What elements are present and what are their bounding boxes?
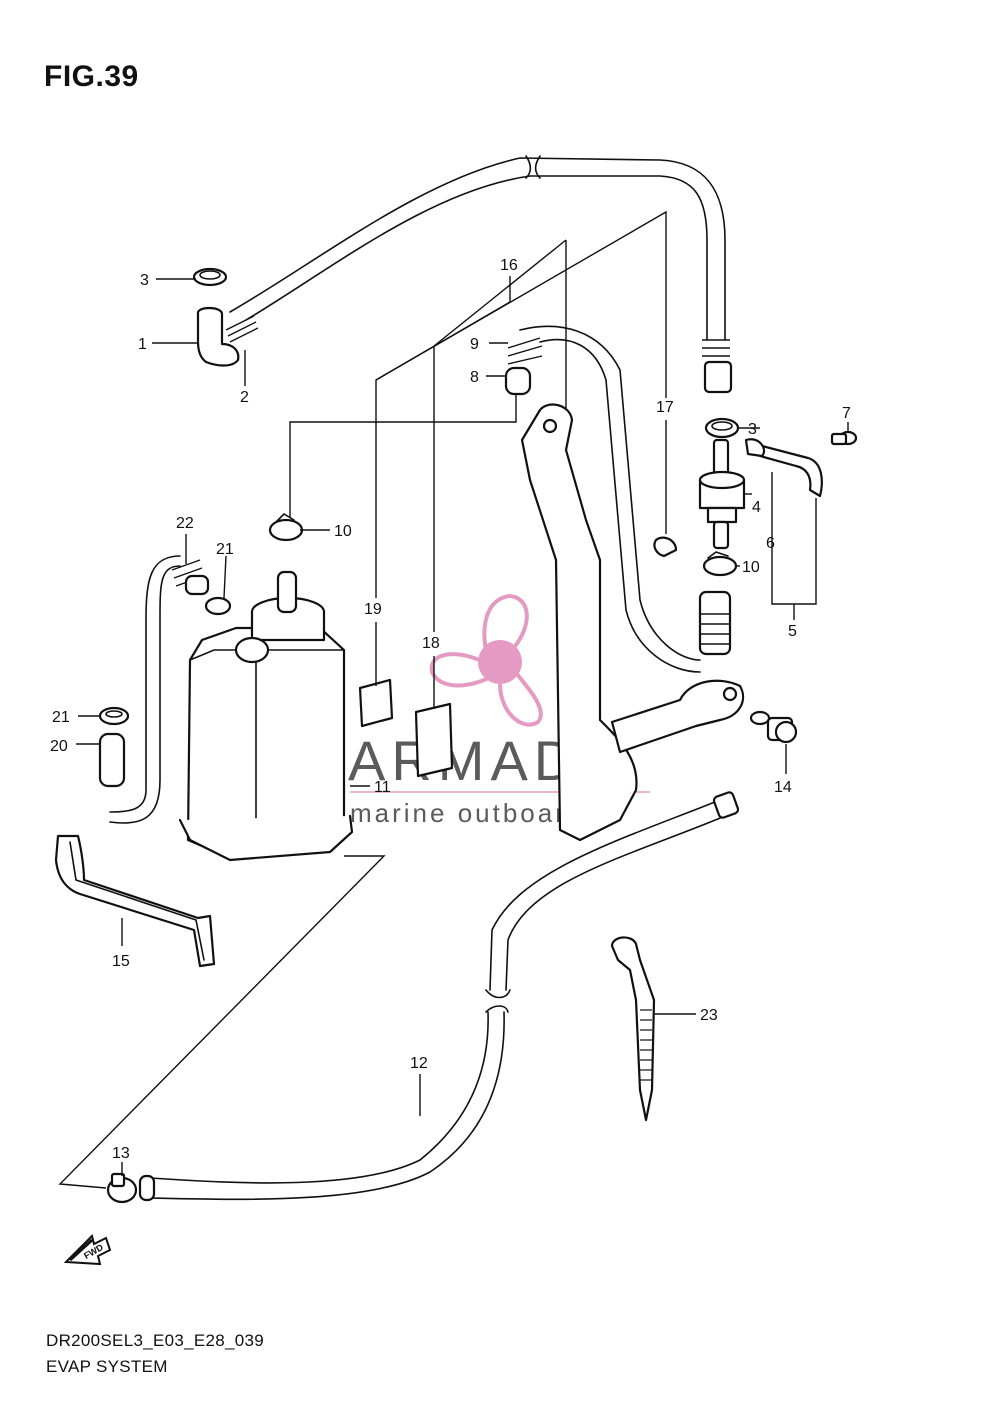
part-3-clamp-right: [704, 417, 740, 439]
callout-3-right: 3: [748, 421, 757, 438]
diagram-name: EVAP SYSTEM: [46, 1357, 168, 1376]
part-19-pad: [358, 678, 394, 728]
callout-23: 23: [700, 1007, 718, 1024]
callout-8: 8: [470, 369, 479, 386]
callout-11: 11: [374, 779, 391, 796]
fwd-arrow-icon: FWD: [63, 1234, 112, 1266]
part-23-tie: [610, 936, 656, 1122]
diagram-code: DR200SEL3_E03_E28_039: [46, 1331, 265, 1350]
part-13-clamp: [106, 1172, 138, 1204]
part-9-hose: [507, 325, 701, 673]
part-7-bolt: [830, 430, 858, 446]
figure-title: FIG.39: [44, 60, 139, 93]
callout-9: 9: [470, 336, 479, 353]
part-18-pad: [414, 702, 454, 778]
part-8-pipe: [504, 366, 532, 396]
part-22-hose: [109, 555, 210, 824]
callout-10-right: 10: [742, 559, 760, 576]
watermark-tagline: marine outboards: [350, 798, 600, 828]
callout-15: 15: [112, 953, 130, 970]
part-10-clamp-right: [702, 551, 738, 577]
callout-2: 2: [240, 389, 249, 406]
part-11-canister: [178, 570, 354, 862]
callout-21-top: 21: [216, 541, 234, 558]
callout-19: 19: [364, 601, 382, 618]
callout-20: 20: [50, 738, 68, 755]
callout-4: 4: [752, 499, 761, 516]
part-6-bracket: [744, 438, 823, 498]
callout-18: 18: [422, 635, 440, 652]
part-3-clamp-top: [192, 267, 228, 287]
callout-10-left: 10: [334, 523, 352, 540]
callout-22: 22: [176, 515, 194, 532]
callout-21-left: 21: [52, 709, 70, 726]
part-4-valve: [698, 438, 746, 550]
part-17-bracket: [520, 403, 678, 842]
leader-lines: [58, 210, 849, 1189]
callout-7: 7: [842, 405, 851, 422]
callout-6: 6: [766, 535, 775, 552]
callout-14: 14: [774, 779, 792, 796]
part-21-clamp-top: [204, 596, 232, 616]
part-14-bolt: [749, 710, 798, 744]
part-12-hose: [138, 791, 740, 1202]
part-1-elbow: [196, 306, 240, 367]
callouts: 1 2 3 3 4 5 6 7 8 9 10 10 11 12 13 14 15…: [50, 257, 851, 1162]
part-15-band: [54, 834, 216, 968]
part-10-clamp-left: [268, 512, 304, 542]
part-21-clamp-left: [98, 706, 130, 726]
callout-13: 13: [112, 1145, 130, 1162]
callout-16: 16: [500, 257, 518, 274]
propeller-logo-icon: [429, 593, 543, 727]
lower-hose-stub: [698, 590, 732, 656]
part-20-pipe: [98, 732, 126, 788]
callout-3-left: 3: [140, 272, 149, 289]
callout-5: 5: [788, 623, 797, 640]
part-2-hose: [225, 155, 733, 394]
callout-12: 12: [410, 1055, 428, 1072]
callout-17: 17: [656, 399, 674, 416]
callout-1: 1: [138, 336, 147, 353]
part-14-bracket-arm: [610, 679, 745, 754]
